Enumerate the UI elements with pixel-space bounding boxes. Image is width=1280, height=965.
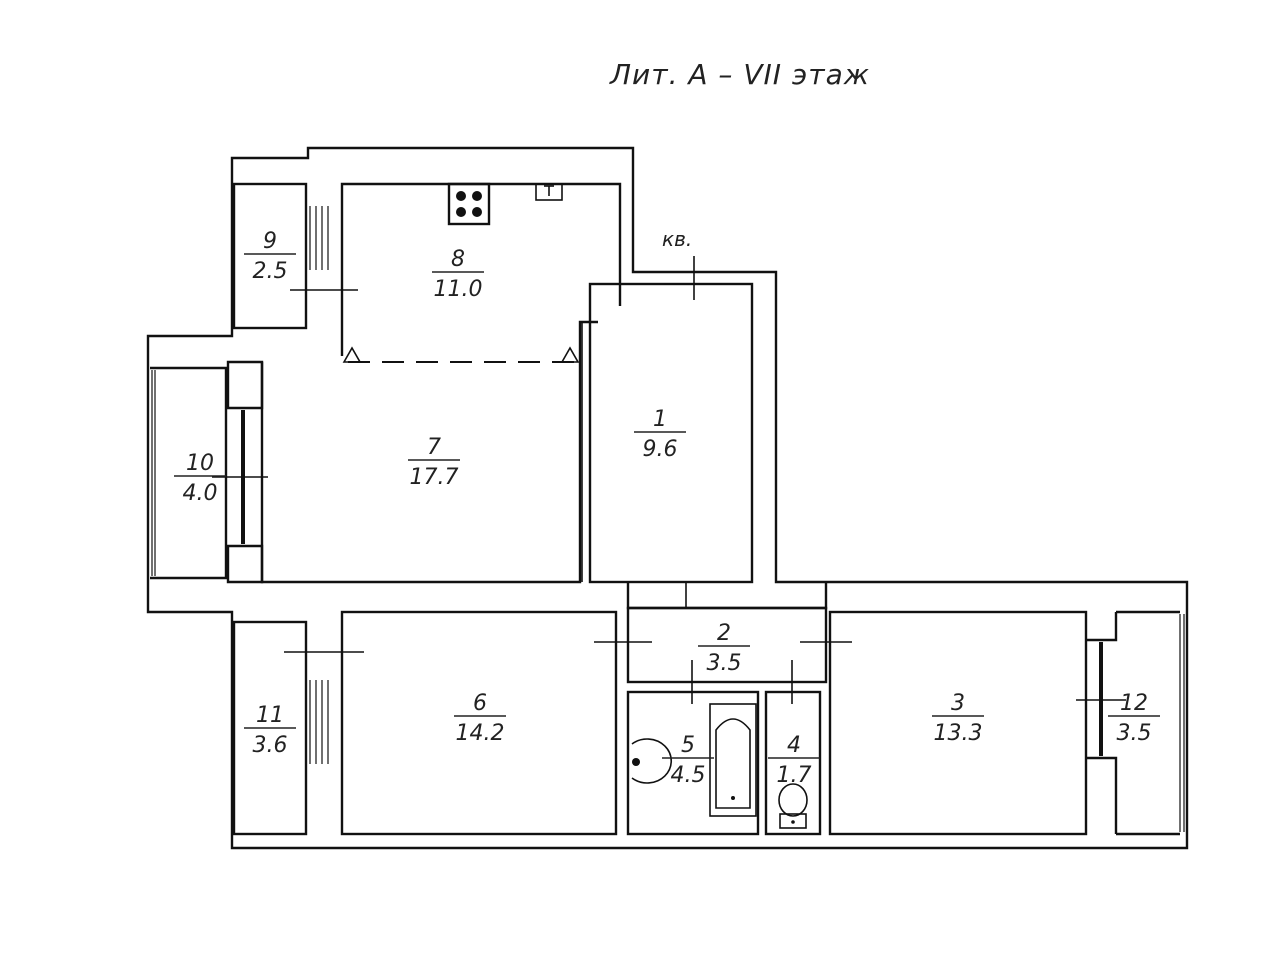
room-7-area: 17.7 xyxy=(410,465,459,490)
stove-icon xyxy=(447,182,491,226)
living-7 xyxy=(212,320,598,584)
room-3-area: 13.3 xyxy=(934,721,983,746)
room-4-number: 4 xyxy=(787,733,801,758)
room-12-label: 123.5 xyxy=(1108,691,1160,746)
room-2-number: 2 xyxy=(717,621,731,646)
bathtub-icon xyxy=(709,703,757,817)
room-8-number: 8 xyxy=(451,247,465,272)
room-1-label: 19.6 xyxy=(634,407,686,462)
bathroom-5 xyxy=(626,660,760,836)
room-12-area: 3.5 xyxy=(1117,721,1152,746)
room-6-label: 614.2 xyxy=(454,691,506,746)
room-8-label: 811.0 xyxy=(432,247,484,302)
toilet-icon xyxy=(778,783,808,829)
room-5-number: 5 xyxy=(681,733,695,758)
room-11-label: 113.6 xyxy=(244,703,296,758)
room-4-area: 1.7 xyxy=(777,763,812,788)
room-10-label: 104.0 xyxy=(174,451,226,506)
room-3-label: 313.3 xyxy=(932,691,984,746)
room-10-number: 10 xyxy=(186,451,214,476)
room-12-number: 12 xyxy=(1120,691,1148,716)
room-9-label: 92.5 xyxy=(244,229,296,284)
outer-walls xyxy=(146,146,1189,850)
room-2-label: 23.5 xyxy=(698,621,750,676)
room-11-area: 3.6 xyxy=(253,733,288,758)
room-2-area: 3.5 xyxy=(707,651,742,676)
room-7-label: 717.7 xyxy=(408,435,460,490)
kitchen-8 xyxy=(290,182,622,363)
room-1-number: 1 xyxy=(653,407,667,432)
room-1-area: 9.6 xyxy=(643,437,678,462)
room-3-number: 3 xyxy=(951,691,965,716)
entrance-label: кв. xyxy=(662,227,692,251)
room-2-walls xyxy=(594,582,852,684)
balcony-11 xyxy=(232,620,329,836)
washbasin-icon xyxy=(631,738,672,784)
room-1-walls xyxy=(588,256,754,584)
balcony-9 xyxy=(232,182,329,330)
plan-title: Лит. А – VII этаж xyxy=(609,58,870,91)
room-9-number: 9 xyxy=(263,229,277,254)
room-6-area: 14.2 xyxy=(456,721,505,746)
balcony-12 xyxy=(1116,610,1185,836)
room-5-area: 4.5 xyxy=(671,763,706,788)
room-6-walls xyxy=(284,610,618,836)
room-8-area: 11.0 xyxy=(434,277,483,302)
room-labels: 19.623.5313.341.754.5614.2717.7811.092.5… xyxy=(174,229,1160,788)
room-11-number: 11 xyxy=(256,703,284,728)
balcony-10 xyxy=(150,366,228,580)
kitchen-sink-icon xyxy=(535,183,563,201)
room-4-label: 41.7 xyxy=(768,733,820,788)
room-5-label: 54.5 xyxy=(662,733,714,788)
room-6-number: 6 xyxy=(473,691,487,716)
room-9-area: 2.5 xyxy=(253,259,288,284)
room-3-walls xyxy=(828,610,1126,836)
toilet-4 xyxy=(764,660,822,836)
room-7-number: 7 xyxy=(427,435,441,460)
room-10-area: 4.0 xyxy=(183,481,218,506)
